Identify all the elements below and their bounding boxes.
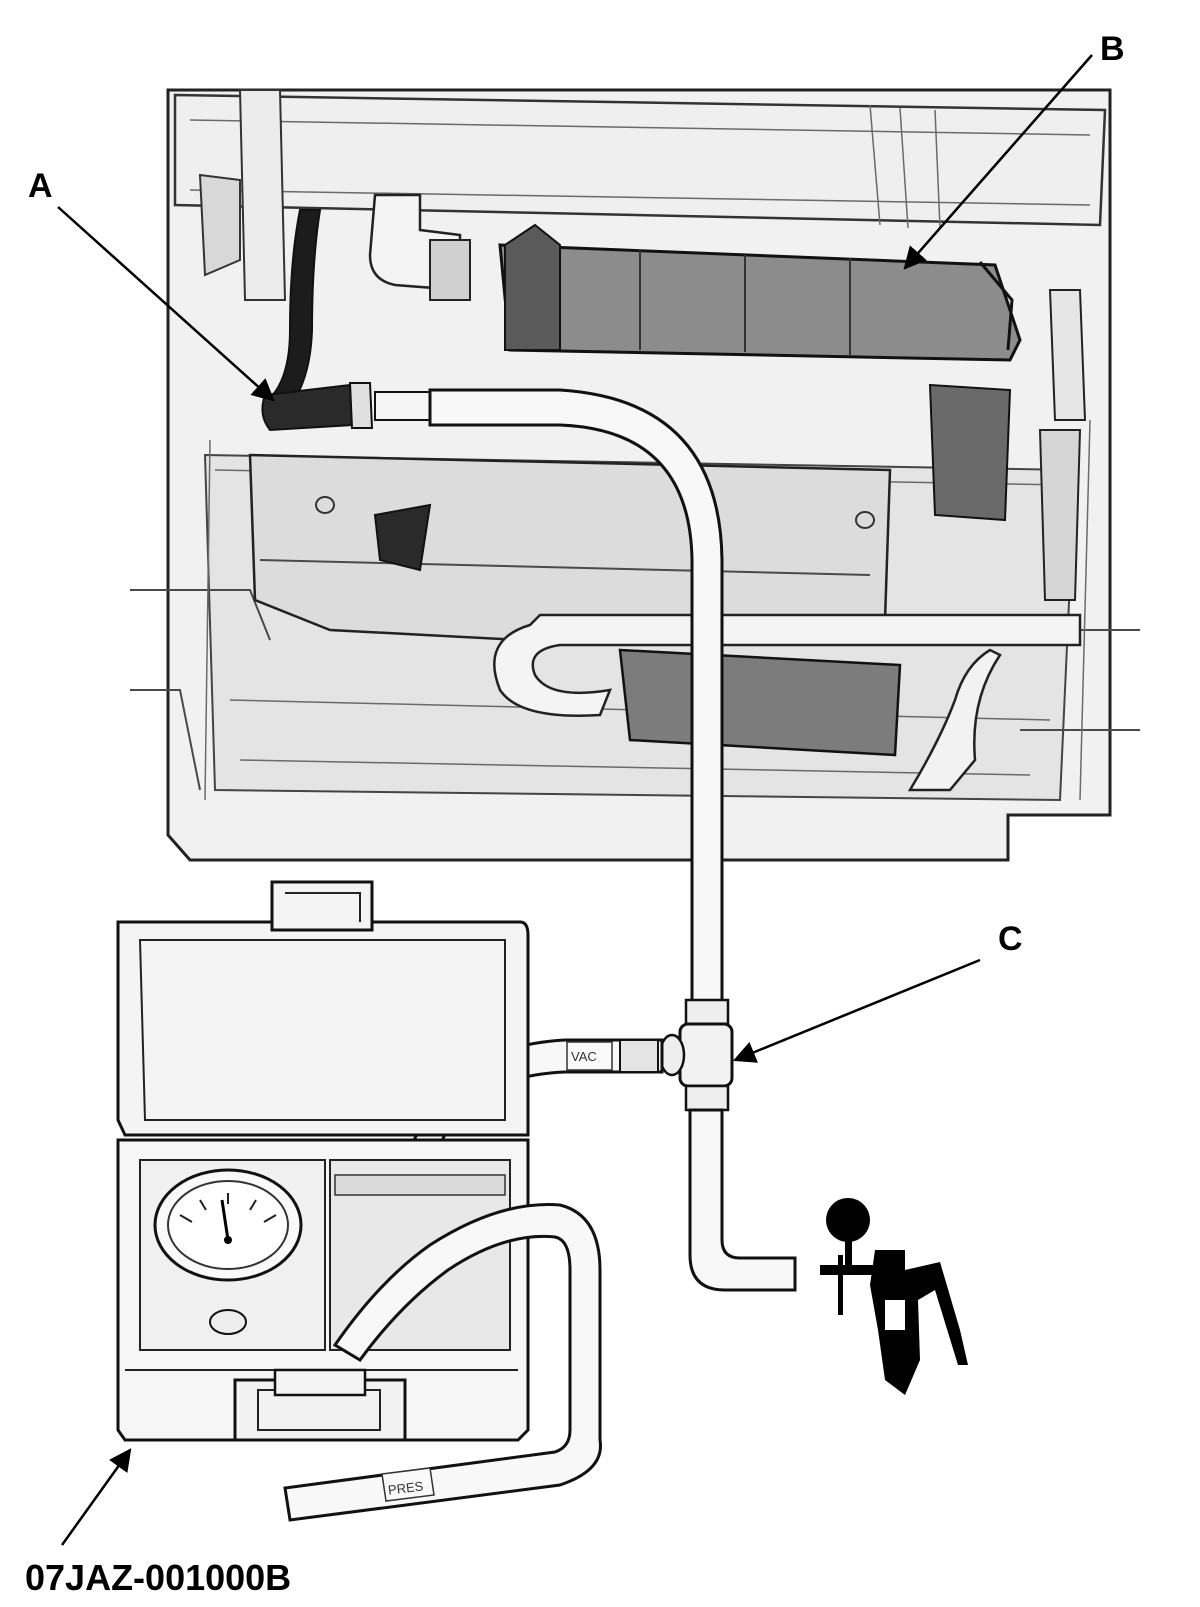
callout-a-leader xyxy=(57,206,275,402)
callout-b: B xyxy=(903,30,1125,270)
callout-b-label: B xyxy=(1100,30,1125,68)
callout-a: A xyxy=(28,167,275,402)
frame-rail xyxy=(173,93,1107,229)
callout-c-label: C xyxy=(998,920,1023,958)
callout-tool-leader xyxy=(60,1448,132,1546)
evap-canister xyxy=(498,223,1022,362)
pump-hose xyxy=(688,1108,797,1292)
hand-vacuum-pump-icon xyxy=(820,1198,968,1395)
bay-pipe xyxy=(493,613,1082,792)
callout-c-leader xyxy=(732,958,981,1063)
left-strut xyxy=(198,89,287,301)
pressure-gauge-icon xyxy=(153,1168,303,1335)
callout-a-label: A xyxy=(28,167,53,205)
pres-hose: PRES xyxy=(283,1203,602,1522)
elbow-fitting xyxy=(368,193,471,301)
tool-part-number: 07JAZ-001000B xyxy=(25,1557,291,1598)
tester-case xyxy=(116,880,530,1442)
vac-hose-label: VAC xyxy=(571,1049,597,1064)
tee-fitting xyxy=(658,998,734,1112)
callout-tool: 07JAZ-001000B xyxy=(25,1448,291,1598)
callout-b-leader xyxy=(903,54,1093,270)
callout-c: C xyxy=(732,920,1023,1063)
canister-vent-hose xyxy=(261,209,431,432)
right-fittings xyxy=(928,289,1087,601)
pres-hose-label: PRES xyxy=(387,1478,424,1497)
lower-tank xyxy=(248,453,902,757)
